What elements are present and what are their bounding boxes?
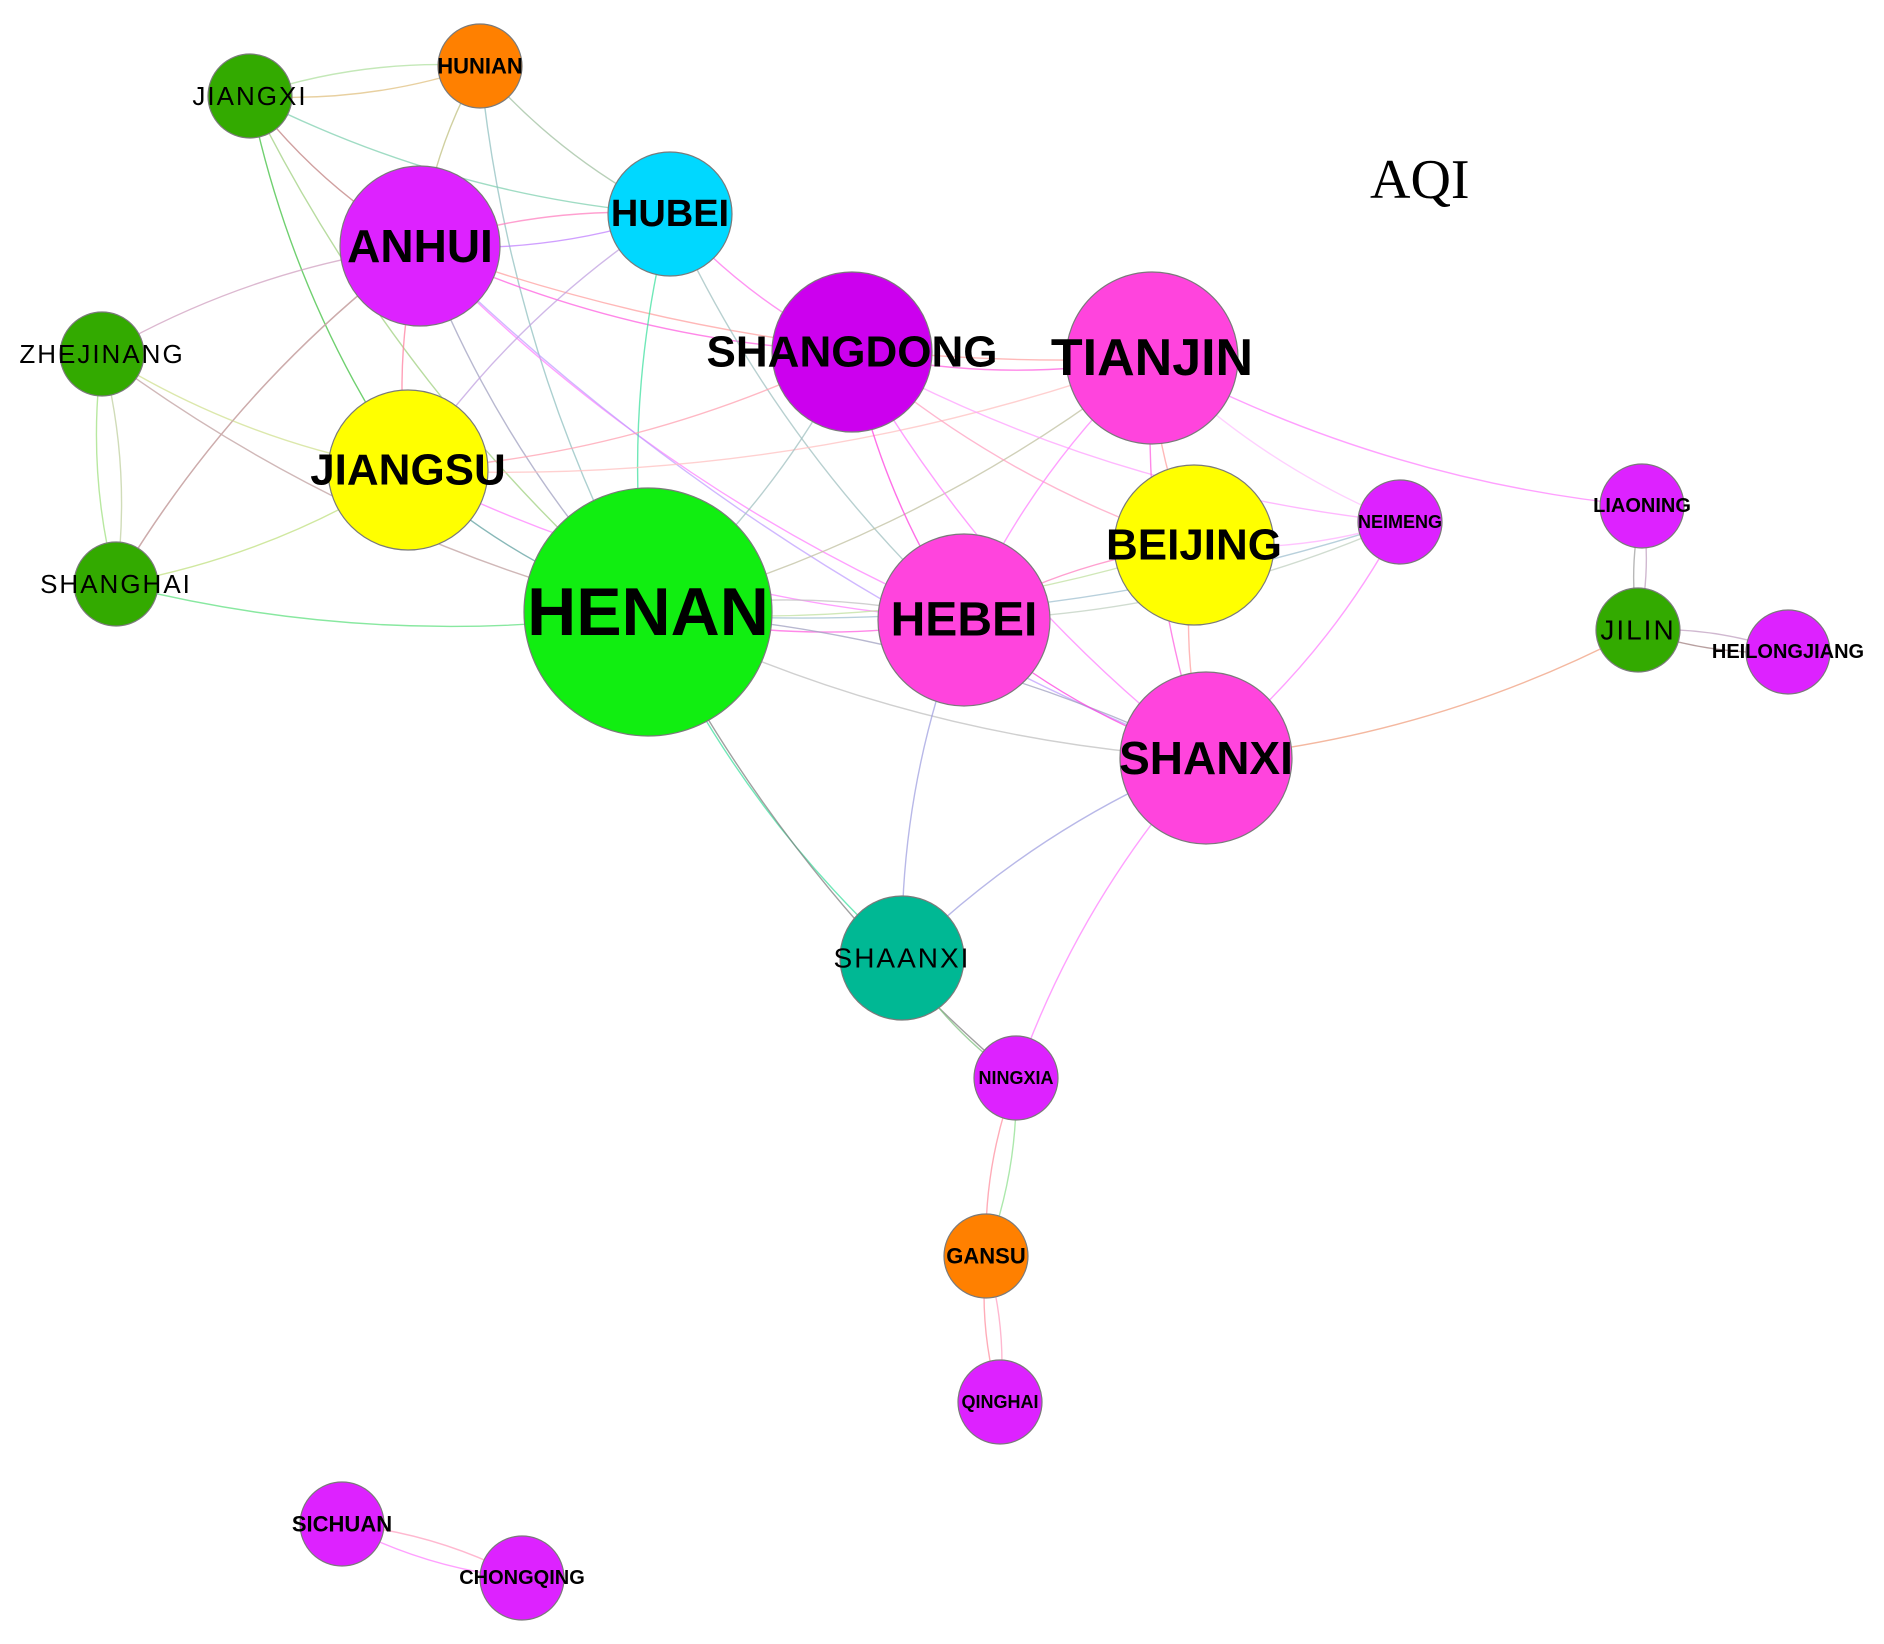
edge-jiangsu-tianjin bbox=[407, 357, 1153, 473]
node-shaanxi-label: SHAANXI bbox=[834, 943, 971, 974]
node-beijing-circle bbox=[1113, 464, 1275, 626]
node-shanghai-label: SHANGHAI bbox=[40, 569, 192, 599]
node-henan-label: HENAN bbox=[527, 574, 769, 650]
node-heilongjiang-label: HEILONGJIANG bbox=[1712, 641, 1864, 663]
node-chongqing: CHONGQING bbox=[459, 1535, 585, 1621]
edge-shangdong-neimeng bbox=[851, 351, 1401, 523]
graph-title: AQI bbox=[1370, 149, 1470, 211]
node-liaoning-label: LIAONING bbox=[1593, 495, 1691, 517]
node-beijing: BEIJING bbox=[1106, 464, 1282, 626]
node-hubei: HUBEI bbox=[607, 151, 733, 277]
node-shanxi: SHANXI bbox=[1119, 671, 1293, 845]
edge-layer bbox=[95, 63, 1789, 1579]
node-hubei-label: HUBEI bbox=[611, 193, 729, 235]
node-shaanxi: SHAANXI bbox=[834, 895, 971, 1021]
node-ningxia-label: NINGXIA bbox=[978, 1068, 1053, 1088]
node-zhejinang: ZHEJINANG bbox=[19, 311, 184, 397]
node-liaoning-circle bbox=[1599, 463, 1685, 549]
node-jiangxi: JIANGXI bbox=[192, 53, 307, 139]
node-gansu-label: GANSU bbox=[946, 1244, 1025, 1269]
node-jilin-circle bbox=[1595, 587, 1681, 673]
node-heilongjiang: HEILONGJIANG bbox=[1712, 609, 1864, 695]
node-shaanxi-circle bbox=[839, 895, 965, 1021]
node-qinghai: QINGHAI bbox=[957, 1359, 1043, 1445]
node-neimeng-circle bbox=[1357, 479, 1443, 565]
node-ningxia: NINGXIA bbox=[973, 1035, 1059, 1121]
node-beijing-label: BEIJING bbox=[1106, 521, 1282, 570]
edge-anhui-hebei bbox=[419, 245, 965, 621]
node-jilin: JILIN bbox=[1595, 587, 1681, 673]
node-zhejinang-label: ZHEJINANG bbox=[19, 339, 184, 369]
node-layer: JIANGXI HUNIAN ANHUI HUBEI ZHEJINANG JIANGSU S… bbox=[19, 23, 1864, 1621]
node-jiangsu-circle bbox=[327, 389, 489, 551]
node-neimeng-label: NEIMENG bbox=[1358, 512, 1442, 532]
node-hebei-circle bbox=[877, 533, 1051, 707]
node-tianjin: TIANJIN bbox=[1051, 271, 1253, 445]
node-jiangxi-circle bbox=[207, 53, 293, 139]
node-shangdong-label: SHANGDONG bbox=[707, 328, 998, 377]
node-qinghai-label: QINGHAI bbox=[961, 1392, 1038, 1412]
node-tianjin-circle bbox=[1065, 271, 1239, 445]
node-anhui-label: ANHUI bbox=[347, 220, 493, 272]
node-jilin-label: JILIN bbox=[1600, 615, 1675, 646]
node-qinghai-circle bbox=[957, 1359, 1043, 1445]
node-anhui: ANHUI bbox=[339, 165, 501, 327]
node-chongqing-circle bbox=[479, 1535, 565, 1621]
node-hunian-circle bbox=[437, 23, 523, 109]
node-shangdong-circle bbox=[771, 271, 933, 433]
node-shangdong: SHANGDONG bbox=[707, 271, 998, 433]
node-hebei: HEBEI bbox=[877, 533, 1051, 707]
node-hunian-label: HUNIAN bbox=[437, 54, 523, 79]
node-tianjin-label: TIANJIN bbox=[1051, 329, 1253, 387]
node-sichuan-label: SICHUAN bbox=[292, 1512, 392, 1537]
node-sichuan-circle bbox=[299, 1481, 385, 1567]
node-shanghai-circle bbox=[73, 541, 159, 627]
node-hebei-label: HEBEI bbox=[891, 594, 1038, 647]
node-jiangxi-label: JIANGXI bbox=[192, 81, 307, 111]
node-shanxi-circle bbox=[1119, 671, 1293, 845]
node-liaoning: LIAONING bbox=[1593, 463, 1691, 549]
node-jiangsu-label: JIANGSU bbox=[310, 446, 506, 495]
node-heilongjiang-circle bbox=[1745, 609, 1831, 695]
node-chongqing-label: CHONGQING bbox=[459, 1567, 585, 1589]
node-anhui-circle bbox=[339, 165, 501, 327]
node-henan-circle bbox=[523, 487, 773, 737]
node-shanghai: SHANGHAI bbox=[40, 541, 192, 627]
node-hunian: HUNIAN bbox=[437, 23, 523, 109]
node-henan: HENAN bbox=[523, 487, 773, 737]
node-ningxia-circle bbox=[973, 1035, 1059, 1121]
node-gansu: GANSU bbox=[943, 1213, 1029, 1299]
node-jiangsu: JIANGSU bbox=[310, 389, 506, 551]
node-shanxi-label: SHANXI bbox=[1119, 732, 1293, 784]
node-gansu-circle bbox=[943, 1213, 1029, 1299]
node-sichuan: SICHUAN bbox=[292, 1481, 392, 1567]
node-zhejinang-circle bbox=[59, 311, 145, 397]
node-hubei-circle bbox=[607, 151, 733, 277]
node-neimeng: NEIMENG bbox=[1357, 479, 1443, 565]
